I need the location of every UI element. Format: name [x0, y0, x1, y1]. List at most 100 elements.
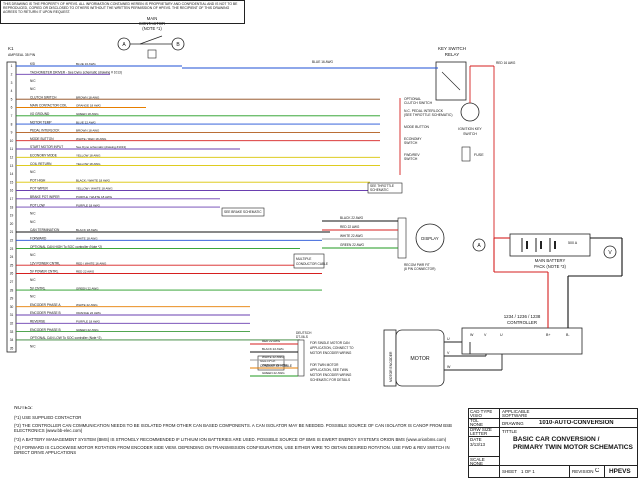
battery-pack: A V 500 A MAIN BATTERY PACK (NOTE *3) [472, 233, 623, 277]
display-connector [397, 217, 407, 259]
connector-pin-number: 20 [10, 222, 14, 226]
cad-type-label: CAD TYPE [470, 409, 493, 414]
connector-pin-number: 32 [10, 322, 14, 326]
signal-label: CAN TERMINATION [30, 228, 60, 232]
signal-label: ECONOMY MODE [30, 154, 57, 158]
fwdrev-label-2: SWITCH [404, 157, 418, 161]
red16-label: RED 16 AWG [496, 61, 516, 65]
wire-gauge-label: YELLOW 18 AWG [76, 154, 101, 158]
notes-header: NOTES: [14, 406, 33, 411]
wire-gauge-label: See Dyno schematic (drawing #1013) [76, 145, 126, 149]
signal-label: COIL RETURN [30, 162, 52, 166]
brake-box [221, 207, 265, 217]
main-contactor-label-2: CONTACTOR [139, 21, 165, 26]
main-contactor-note: (NOTE *1) [142, 26, 162, 31]
connector-pin-number: 30 [10, 305, 14, 309]
key-switch-relay: KEY SWITCH RELAY IGNITION KEY SWITCH FUS… [182, 46, 516, 238]
connector-pin-number: 12 [10, 156, 14, 160]
notes-block: NOTES: (*1) USE SUPPLIED CONTACTOR (*2) … [14, 406, 454, 478]
fuse-label: FUSE [474, 153, 484, 157]
contactor-terminal-b-label: B [176, 42, 180, 48]
encoder-connector: DEUTSCH DT-06-S RED 22 AWG BLACK 22 AWG … [250, 331, 354, 382]
enc-green-label: GREEN 22 AWG [262, 371, 285, 375]
signal-label: N/C [30, 170, 36, 174]
wire-gauge-label: BROWN 18 AWG [76, 129, 100, 133]
encoder-note-3: MOTOR ENCODER WIRING [310, 351, 352, 355]
controller-label-2: CONTROLLER [507, 320, 537, 325]
wire-gauge-label: BROWN 18 AWG [76, 95, 100, 99]
controller-box [461, 327, 583, 355]
wire-gauge-label: YELLOW 18 AWG [76, 162, 101, 166]
connector-pin-number: 1 [11, 64, 13, 68]
disp-red-label: RED 22 AWG [340, 225, 360, 229]
ammeter-label: A [477, 243, 481, 249]
connector-pin-number: 18 [10, 205, 14, 209]
economy-label-2: SWITCH [404, 141, 418, 145]
signal-label: N/C [30, 87, 36, 91]
signal-label: POT LOW [30, 203, 45, 207]
connector-pin-number: 25 [10, 263, 14, 267]
cable-box-2 [257, 355, 285, 371]
optional-clutch-label: OPTIONAL [404, 97, 421, 101]
signal-label: TACHOMETER DRIVER - See Dyno schematic (… [30, 71, 122, 75]
optional-clutch-label-2: CLUTCH SWITCH [404, 101, 433, 105]
encoder-note-2: APPLICATION, CONNECT TO [310, 346, 354, 350]
signal-label: 5V POWER CNTRL [30, 270, 59, 274]
battery-label-2: PACK (NOTE *3) [534, 264, 566, 269]
signal-label: REVERSE [30, 320, 45, 324]
signal-label: N/C [30, 344, 36, 348]
signal-label: OPTIONAL CAN HIGH To SOC controller (Not… [30, 245, 102, 249]
connector-pin-number: 35 [10, 346, 14, 350]
connector-pin-number: 22 [10, 239, 14, 243]
wire-gauge-label: YELLOW / WHITE 18 AWG [76, 187, 113, 191]
connector-pin-number: 14 [10, 172, 14, 176]
ammeter-icon [472, 238, 486, 252]
economy-label: ECONOMY [404, 137, 422, 141]
twin-note-3: MOTOR ENCODER WIRING [310, 373, 352, 377]
wire-gauge-label: GREEN 22 AWG [76, 286, 99, 290]
display-conn-label: RECOM PWR FIT [404, 263, 430, 267]
connector-pin-number: 4 [11, 89, 13, 93]
controller-label: 1234 / 1236 / 1238 [504, 314, 541, 319]
connector-pin-number: 17 [10, 197, 14, 201]
connector-pin-number: 8 [11, 122, 13, 126]
connector-pin-number: 10 [10, 139, 14, 143]
connector-pins: 1234567891011121314151617181920212223242… [10, 64, 14, 350]
wire-gauge-label: PURPLE 18 AWG [76, 203, 101, 207]
brake-label: SEE BRAKE SCHEMATIC [224, 210, 262, 214]
mode-button-label: MODE BUTTON [404, 125, 430, 129]
enc-orange-label: ORANGE 22 AWG [262, 363, 288, 367]
contactor-coil [147, 49, 157, 59]
wire-gauge-label: GREEN 22 AWG [76, 328, 99, 332]
title-block: CAD TYPE VISIO APPLICABLE SOFTWARE TOL N… [468, 408, 638, 478]
connector-pin-number: 7 [11, 114, 13, 118]
note-3: (*3) A BATTERY MANAGEMENT SYSTEM (BMS) I… [14, 436, 447, 442]
sheet-value: 1 OF 1 [521, 469, 535, 474]
revision-label: REVISION [572, 469, 594, 474]
signal-label: MAIN CONTACTOR COIL [30, 104, 67, 108]
key-switch-label: IGNITION KEY [458, 127, 482, 131]
drawing-label: DRAWING [502, 421, 524, 426]
signal-label: N/C [30, 278, 36, 282]
connector-pin-number: 2 [11, 73, 13, 77]
throttle-label-2: SCHEMATIC [370, 188, 389, 192]
battery-fuse-label: 500 A [568, 241, 578, 245]
signal-label: BRAKE POT WIPER [30, 195, 60, 199]
connector-subtitle: AMPSEAL 35 PIN [8, 53, 36, 57]
key-relay-label: KEY SWITCH [438, 46, 466, 51]
connector-pin-number: 9 [11, 131, 13, 135]
connector-id: K1 [8, 46, 14, 51]
note-2: (*2) THE CONTROLLER CAN COMMUNICATION NE… [14, 423, 452, 434]
signal-label: MOTOR TEMP [30, 120, 52, 124]
connector-pin-number: 27 [10, 280, 14, 284]
deutsch-label: DEUTSCH [296, 331, 312, 335]
display-conn-label-2: (8 PIN CONNECTOR) [404, 267, 435, 271]
key-relay-coil [441, 71, 461, 91]
signal-label: ENCODER PHASE B [30, 311, 61, 315]
wire-gauge-label: RED 22 AWG [76, 270, 95, 274]
tol-value: NONE [470, 422, 484, 427]
wire-gauge-label: PURPLE / WHITE 18 AWG [76, 195, 113, 199]
deutsch-box [297, 339, 305, 377]
